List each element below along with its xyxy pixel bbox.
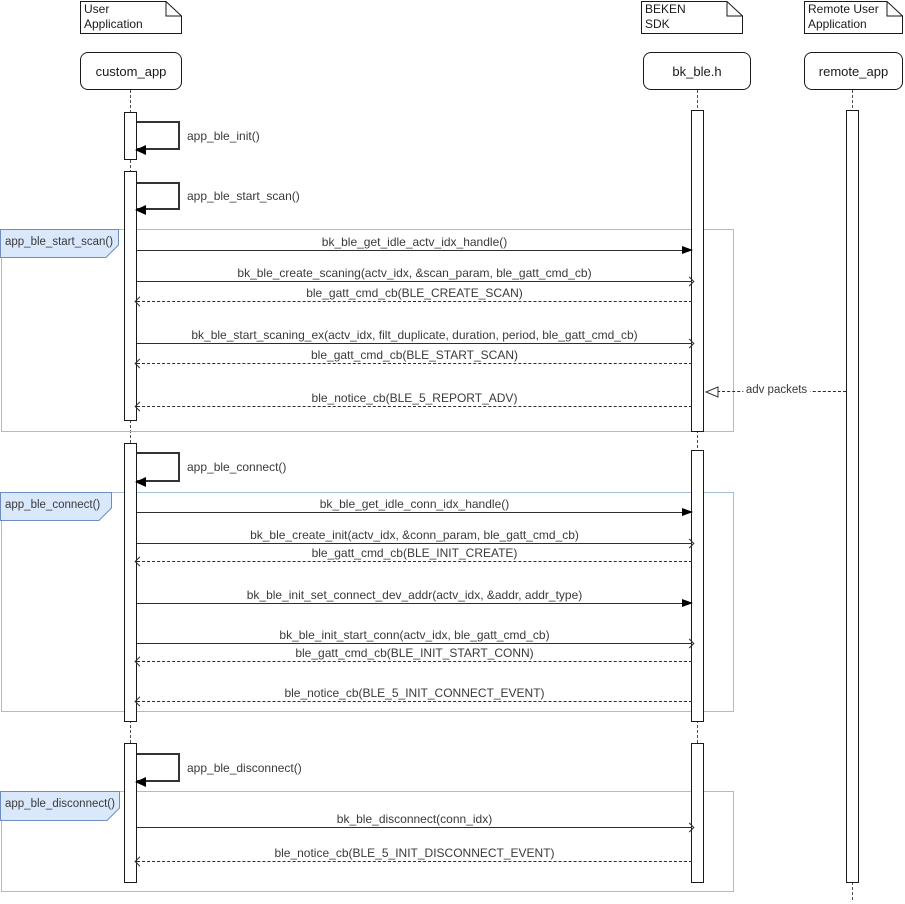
note-line: Application bbox=[84, 17, 143, 31]
frame-app-ble-connect bbox=[1, 492, 734, 712]
note-user-application: User Application bbox=[80, 1, 182, 34]
message-get-idle-actv-idx: bk_ble_get_idle_actv_idx_handle() bbox=[137, 235, 693, 254]
activation-custom-scan bbox=[124, 171, 137, 421]
arrowhead-filled-left-icon bbox=[135, 777, 146, 787]
activation-bk-connect bbox=[691, 450, 704, 722]
message-label: app_ble_start_scan() bbox=[187, 189, 300, 203]
frame-app-ble-start-scan bbox=[1, 229, 734, 432]
frame-label-connect: app_ble_connect() bbox=[0, 492, 113, 521]
note-text: BEKEN SDK bbox=[645, 2, 686, 32]
message-label: ble_gatt_cmd_cb(BLE_INIT_START_CONN) bbox=[295, 646, 534, 660]
frame-label-text: app_ble_start_scan() bbox=[5, 236, 114, 248]
note-line: Application bbox=[808, 17, 867, 31]
arrowhead-filled-left-icon bbox=[135, 477, 146, 487]
lifeline-head-bk-ble-h: bk_ble.h bbox=[643, 52, 751, 90]
message-cb-start-scan: ble_gatt_cmd_cb(BLE_START_SCAN) bbox=[134, 348, 692, 369]
message-label: ble_notice_cb(BLE_5_REPORT_ADV) bbox=[311, 391, 518, 405]
activation-custom-disconnect bbox=[124, 743, 137, 883]
message-label: app_ble_connect() bbox=[187, 460, 287, 474]
message-label: bk_ble_disconnect(conn_idx) bbox=[336, 812, 493, 826]
frame-label-text: app_ble_connect() bbox=[5, 499, 101, 511]
note-line: BEKEN bbox=[645, 2, 686, 16]
message-label: ble_notice_cb(BLE_5_INIT_DISCONNECT_EVEN… bbox=[274, 846, 555, 860]
message-start-scaning-ex: bk_ble_start_scaning_ex(actv_idx, filt_d… bbox=[137, 328, 695, 349]
arrowhead-filled-right-icon bbox=[682, 246, 693, 254]
note-remote-user-application: Remote User Application bbox=[804, 1, 903, 34]
note-beken-sdk: BEKEN SDK bbox=[641, 1, 743, 34]
note-line: Remote User bbox=[808, 2, 879, 16]
lifeline-head-custom-app: custom_app bbox=[80, 52, 182, 90]
lifeline-head-remote-app: remote_app bbox=[804, 52, 903, 90]
message-label: ble_gatt_cmd_cb(BLE_START_SCAN) bbox=[311, 348, 518, 362]
message-label: bk_ble_create_init(actv_idx, &conn_param… bbox=[250, 528, 579, 542]
message-notice-connect-event: ble_notice_cb(BLE_5_INIT_CONNECT_EVENT) bbox=[134, 686, 692, 707]
self-message-app-ble-connect: app_ble_connect() bbox=[135, 452, 286, 487]
note-line: User bbox=[84, 2, 110, 16]
self-message-app-ble-start-scan: app_ble_start_scan() bbox=[135, 182, 300, 215]
message-cb-init-start-conn: ble_gatt_cmd_cb(BLE_INIT_START_CONN) bbox=[134, 646, 692, 667]
arrowhead-filled-right-icon bbox=[682, 599, 693, 607]
message-cb-create-scan: ble_gatt_cmd_cb(BLE_CREATE_SCAN) bbox=[134, 286, 692, 307]
message-label: bk_ble_start_scaning_ex(actv_idx, filt_d… bbox=[191, 328, 638, 342]
activation-remote bbox=[846, 110, 859, 883]
activation-custom-init bbox=[124, 112, 137, 160]
arrowhead-filled-right-icon bbox=[682, 508, 693, 516]
frame-label-disconnect: app_ble_disconnect() bbox=[0, 791, 121, 821]
message-label: bk_ble_get_idle_actv_idx_handle() bbox=[321, 235, 508, 249]
message-get-idle-conn-idx: bk_ble_get_idle_conn_idx_handle() bbox=[137, 497, 693, 516]
message-init-start-conn: bk_ble_init_start_conn(actv_idx, ble_gat… bbox=[137, 628, 695, 649]
self-message-app-ble-init: app_ble_init() bbox=[135, 121, 260, 155]
message-label: adv packets bbox=[742, 384, 811, 396]
frame-label-text: app_ble_disconnect() bbox=[5, 798, 115, 810]
activation-bk-disconnect bbox=[691, 743, 704, 883]
message-notice-disconnect-event: ble_notice_cb(BLE_5_INIT_DISCONNECT_EVEN… bbox=[134, 846, 692, 867]
message-label: ble_gatt_cmd_cb(BLE_INIT_CREATE) bbox=[311, 546, 518, 560]
arrowhead-filled-left-icon bbox=[135, 205, 146, 215]
note-line: SDK bbox=[645, 17, 670, 31]
arrowhead-open-triangle-left-icon bbox=[705, 386, 719, 398]
activation-bk-scan bbox=[691, 110, 704, 432]
message-set-connect-dev-addr: bk_ble_init_set_connect_dev_addr(actv_id… bbox=[137, 588, 693, 607]
message-label: bk_ble_init_start_conn(actv_idx, ble_gat… bbox=[279, 628, 550, 642]
message-disconnect: bk_ble_disconnect(conn_idx) bbox=[137, 812, 695, 833]
arrowhead-filled-left-icon bbox=[135, 145, 146, 155]
note-text: Remote User Application bbox=[808, 2, 879, 32]
message-adv-packets: adv packets bbox=[705, 384, 846, 398]
activation-custom-connect bbox=[124, 443, 137, 722]
note-text: User Application bbox=[84, 2, 143, 32]
message-label: ble_gatt_cmd_cb(BLE_CREATE_SCAN) bbox=[306, 286, 523, 300]
message-label: bk_ble_init_set_connect_dev_addr(actv_id… bbox=[246, 588, 583, 602]
message-label: app_ble_disconnect() bbox=[187, 760, 302, 775]
message-cb-init-create: ble_gatt_cmd_cb(BLE_INIT_CREATE) bbox=[134, 546, 692, 567]
message-create-init: bk_ble_create_init(actv_idx, &conn_param… bbox=[137, 528, 695, 549]
message-label: bk_ble_create_scaning(actv_idx, &scan_pa… bbox=[237, 266, 592, 280]
message-create-scaning: bk_ble_create_scaning(actv_idx, &scan_pa… bbox=[137, 266, 695, 287]
frame-label-start-scan: app_ble_start_scan() bbox=[0, 229, 120, 258]
message-notice-report-adv: ble_notice_cb(BLE_5_REPORT_ADV) bbox=[134, 391, 692, 412]
self-message-app-ble-disconnect: app_ble_disconnect() bbox=[135, 753, 302, 787]
frame-app-ble-disconnect bbox=[1, 791, 734, 892]
message-label: ble_notice_cb(BLE_5_INIT_CONNECT_EVENT) bbox=[284, 686, 545, 700]
message-label: bk_ble_get_idle_conn_idx_handle() bbox=[319, 497, 510, 511]
message-label: app_ble_init() bbox=[187, 128, 260, 143]
